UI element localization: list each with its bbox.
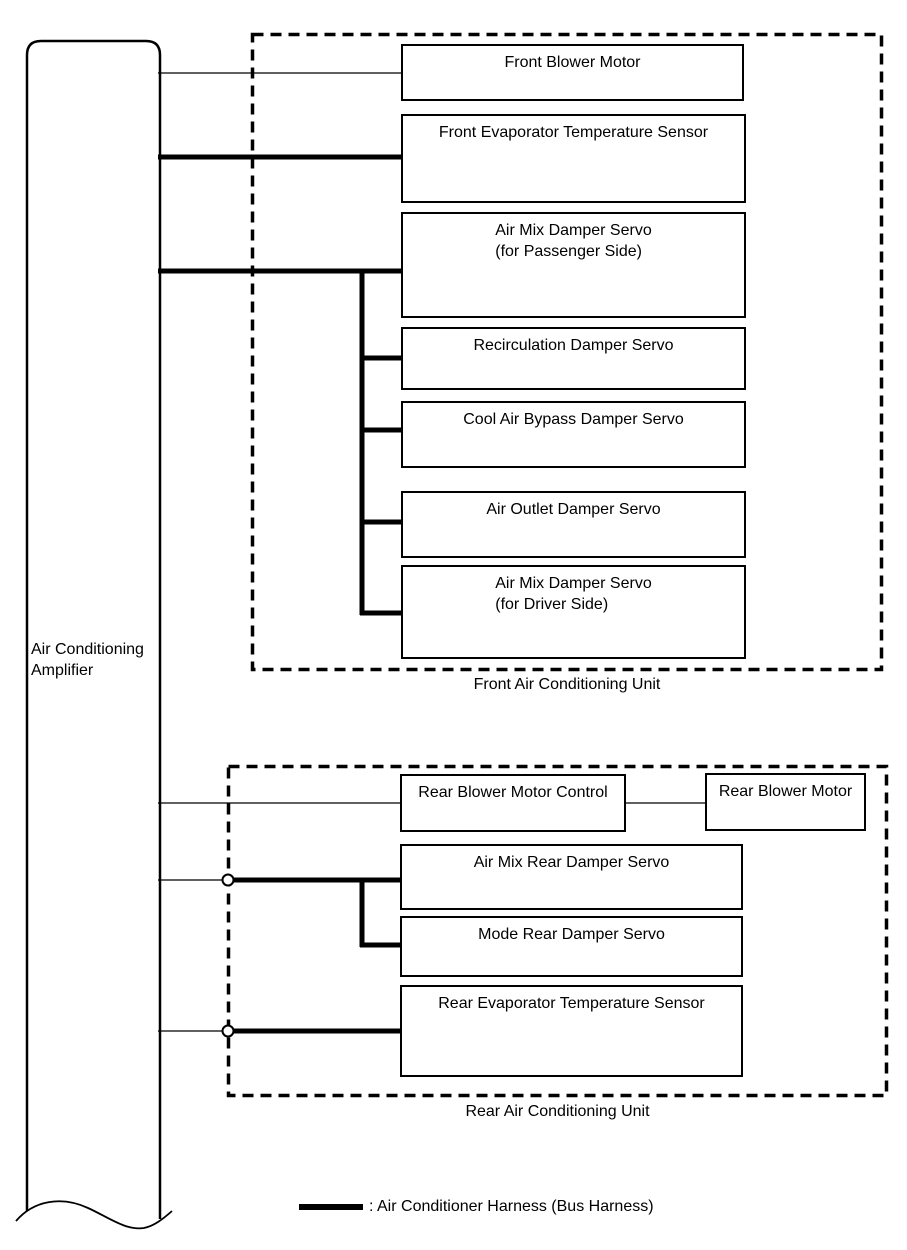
box-air-mix-rear-damper-servo: Air Mix Rear Damper Servo bbox=[400, 844, 743, 910]
box-front-evaporator-temperature-sensor: Front Evaporator Temperature Sensor bbox=[401, 114, 746, 203]
box-label: Air Mix Damper Servo (for Driver Side) bbox=[495, 575, 652, 613]
box-rear-evaporator-temperature-sensor: Rear Evaporator Temperature Sensor bbox=[400, 985, 743, 1077]
box-label: Mode Rear Damper Servo bbox=[478, 926, 665, 943]
box-rear-blower-motor: Rear Blower Motor bbox=[705, 773, 866, 831]
box-label: Rear Blower Motor Control bbox=[418, 784, 608, 801]
box-label: Air Mix Rear Damper Servo bbox=[473, 854, 670, 871]
box-label: Air Mix Damper Servo (for Passenger Side… bbox=[495, 222, 652, 260]
box-label: Recirculation Damper Servo bbox=[473, 337, 674, 354]
box-front-blower-motor: Front Blower Motor bbox=[401, 44, 744, 101]
box-air-outlet-damper-servo: Air Outlet Damper Servo bbox=[401, 491, 746, 558]
rear-unit-label: Rear Air Conditioning Unit bbox=[465, 1103, 650, 1120]
box-recirculation-damper-servo: Recirculation Damper Servo bbox=[401, 327, 746, 390]
box-label: Rear Blower Motor bbox=[718, 783, 853, 800]
box-mode-rear-damper-servo: Mode Rear Damper Servo bbox=[400, 916, 743, 977]
legend-bus-harness-line-icon bbox=[299, 1204, 363, 1210]
amplifier-label-line1: Air Conditioning bbox=[31, 641, 144, 658]
connector-node-icon bbox=[221, 1024, 235, 1038]
box-label: Cool Air Bypass Damper Servo bbox=[463, 411, 684, 428]
box-label: Front Blower Motor bbox=[504, 54, 641, 71]
box-air-mix-damper-servo-passenger: Air Mix Damper Servo (for Passenger Side… bbox=[401, 212, 746, 318]
connector-node-icon bbox=[221, 873, 235, 887]
box-air-mix-damper-servo-driver: Air Mix Damper Servo (for Driver Side) bbox=[401, 565, 746, 659]
rear-unit-dashed-border bbox=[226, 764, 889, 1098]
amplifier-break-wave-icon bbox=[15, 1200, 173, 1230]
amplifier-label: Air Conditioning Amplifier bbox=[31, 639, 163, 681]
box-label: Front Evaporator Temperature Sensor bbox=[438, 124, 709, 141]
legend: : Air Conditioner Harness (Bus Harness) bbox=[299, 1196, 654, 1218]
box-rear-blower-motor-control: Rear Blower Motor Control bbox=[400, 774, 626, 832]
box-label: Rear Evaporator Temperature Sensor bbox=[438, 995, 705, 1012]
box-cool-air-bypass-damper-servo: Cool Air Bypass Damper Servo bbox=[401, 401, 746, 468]
front-unit-dashed-border bbox=[250, 32, 884, 672]
front-unit-label: Front Air Conditioning Unit bbox=[473, 676, 661, 693]
box-label: Air Outlet Damper Servo bbox=[486, 501, 661, 518]
legend-bus-harness-label: : Air Conditioner Harness (Bus Harness) bbox=[369, 1198, 654, 1215]
amplifier-box-outline bbox=[25, 39, 162, 1219]
amplifier-label-line2: Amplifier bbox=[31, 662, 94, 679]
